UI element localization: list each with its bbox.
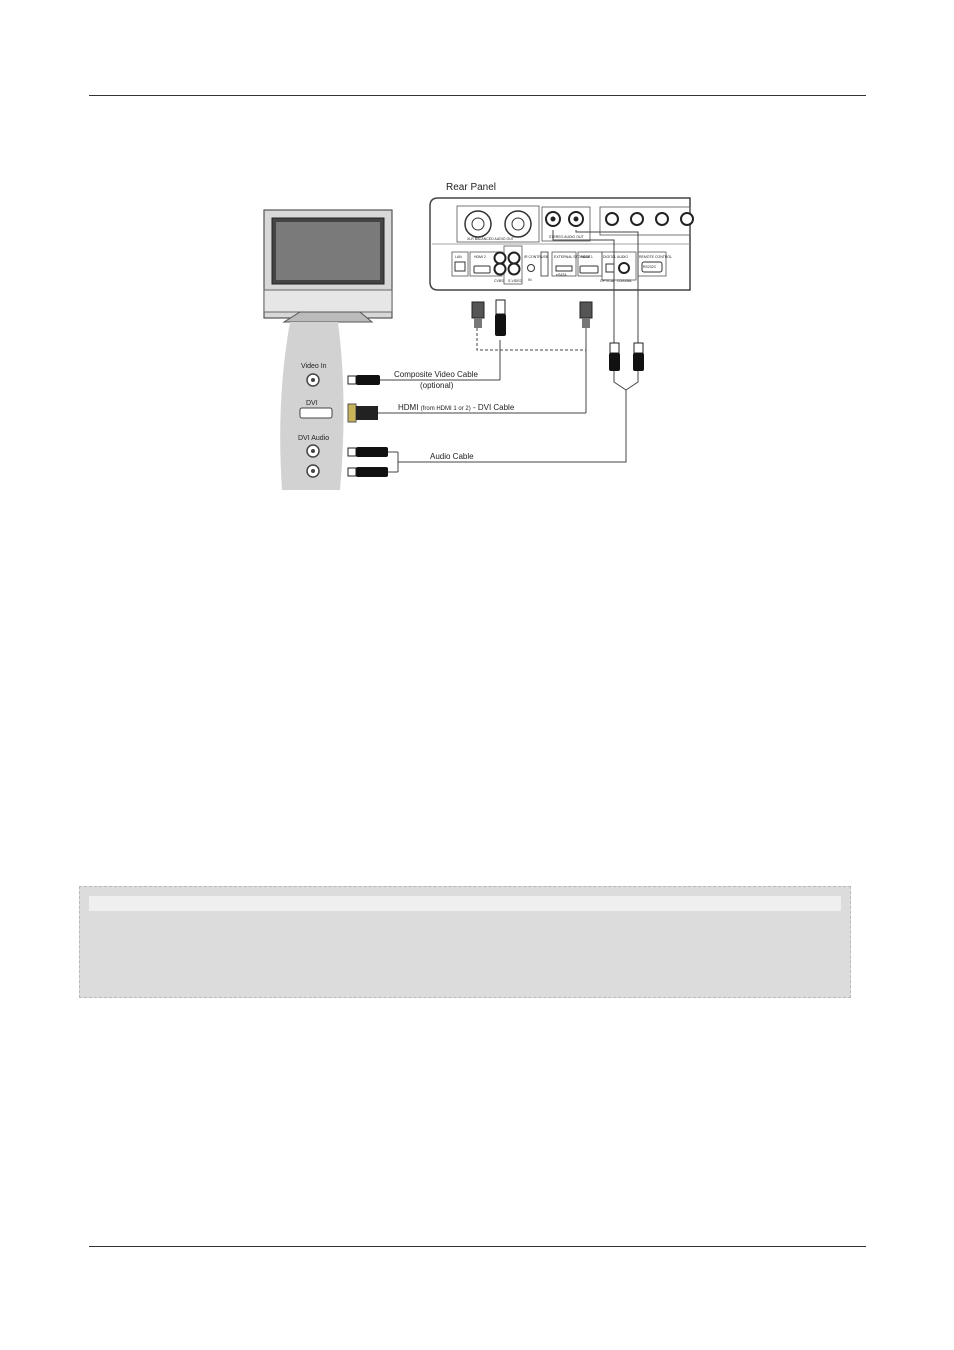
composite-plug-tv [347,375,380,385]
tv-dvi-audio-label: DVI Audio [298,435,329,442]
audio-plug-tv-1 [347,447,388,457]
hdmi-dvi-cable-label: HDMI (from HDMI 1 or 2) - DVI Cable [398,403,515,412]
dvi-plug-tv [347,403,378,423]
footer-rule [89,1246,866,1247]
port-rs232: RS232C [643,265,657,269]
stereo-out-label: STEREO AUDIO OUT [549,235,584,239]
audio-cable-label: Audio Cable [430,452,474,461]
rear-panel: XLR BALANCED AUDIO OUT STEREO AUDIO OUT … [429,197,694,291]
cable-lines [378,230,639,473]
port-lan: LAN [455,255,462,259]
note-header-bar [89,896,841,911]
port-digital-audio: DIGITAL AUDIO [603,255,628,259]
rca-plug-composite [495,299,506,336]
rear-panel-label: Rear Panel [446,182,496,193]
port-remote: REMOTE CONTROL [639,255,672,259]
note-box [79,886,851,998]
port-hdmi2: HDMI 2 [474,255,486,259]
rca-plug-audio-right [633,342,644,371]
composite-optional-label: (optional) [420,381,454,390]
port-hdmi1: HDMI 1 [581,255,593,259]
port-usb: USB [541,255,549,259]
television [263,209,393,323]
port-optical: OPTICAL [600,279,615,283]
port-cvbs: CVBS [494,279,504,283]
tv-dvi-label: DVI [306,400,318,407]
port-ir-in: IN [528,278,532,282]
rca-plug-audio-left [609,342,620,371]
composite-cable-label: Composite Video Cable [394,370,478,379]
port-ext: EXTERNAL STORAGE [554,255,591,259]
hdmi-plug-right [579,301,593,328]
port-ir: IR CONTROL [524,255,546,259]
xlr-label: XLR BALANCED AUDIO OUT [467,237,515,241]
audio-plug-tv-2 [347,467,388,477]
port-coaxial: COAXIAL [617,279,632,283]
connection-diagram: Rear Panel XLR BALANCED AUDIO OUT STEREO… [263,182,694,490]
header-rule [89,95,866,96]
tv-video-in-label: Video In [301,363,327,370]
port-esata: eSATA [556,273,567,277]
hdmi-plug-left [471,301,485,328]
port-svideo: S-VIDEO [508,279,523,283]
tv-input-panel: Video In DVI DVI Audio [280,322,344,490]
